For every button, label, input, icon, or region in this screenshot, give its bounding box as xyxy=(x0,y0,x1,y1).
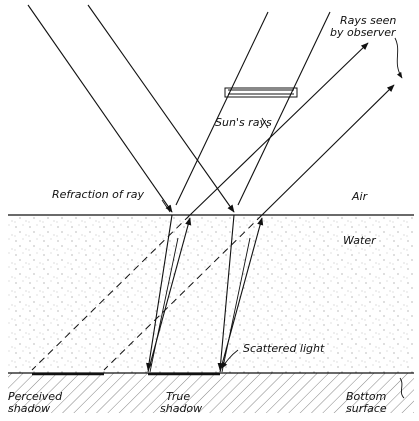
refraction-label: Refraction of ray xyxy=(52,188,145,201)
true-label-2: shadow xyxy=(160,402,202,415)
sun-ray-right-incoming xyxy=(87,4,235,213)
refracted-ray-2 xyxy=(217,214,235,371)
perceived-label-2: shadow xyxy=(8,402,50,415)
bottom-surface-region xyxy=(8,373,414,413)
refracted-ray-1 xyxy=(146,214,173,371)
observer-ray-2 xyxy=(261,84,395,216)
scattered-ray-1b xyxy=(149,237,179,373)
sun-ray-mid-b xyxy=(237,11,331,206)
observer-ray-1 xyxy=(189,42,369,216)
sun-ray-mid-a xyxy=(175,11,269,206)
apparent-ray-1 xyxy=(31,214,191,371)
scattered-label: Scattered light xyxy=(243,342,325,355)
bottom-pointer xyxy=(399,377,405,399)
water-region xyxy=(8,215,414,373)
scattered-pointer xyxy=(221,349,239,369)
suns-rays-pointer xyxy=(261,117,269,129)
floating-stick xyxy=(224,87,298,98)
bottom-label-2: surface xyxy=(346,402,387,415)
true-label-1: True xyxy=(166,390,190,403)
sun-ray-left-incoming xyxy=(27,4,173,213)
rays-seen-label-2: by observer xyxy=(330,26,397,39)
apparent-ray-2 xyxy=(103,214,263,371)
refraction-pointer xyxy=(161,199,171,213)
scattered-ray-2b xyxy=(221,237,251,373)
bottom-label-1: Bottom xyxy=(346,390,386,403)
rays-seen-label-1: Rays seen xyxy=(340,14,396,27)
rays-seen-pointer xyxy=(394,37,403,79)
suns-rays-label: Sun's rays xyxy=(215,116,272,129)
air-label: Air xyxy=(351,190,369,203)
perceived-label-1: Perceived xyxy=(8,390,63,403)
water-label: Water xyxy=(343,234,377,247)
